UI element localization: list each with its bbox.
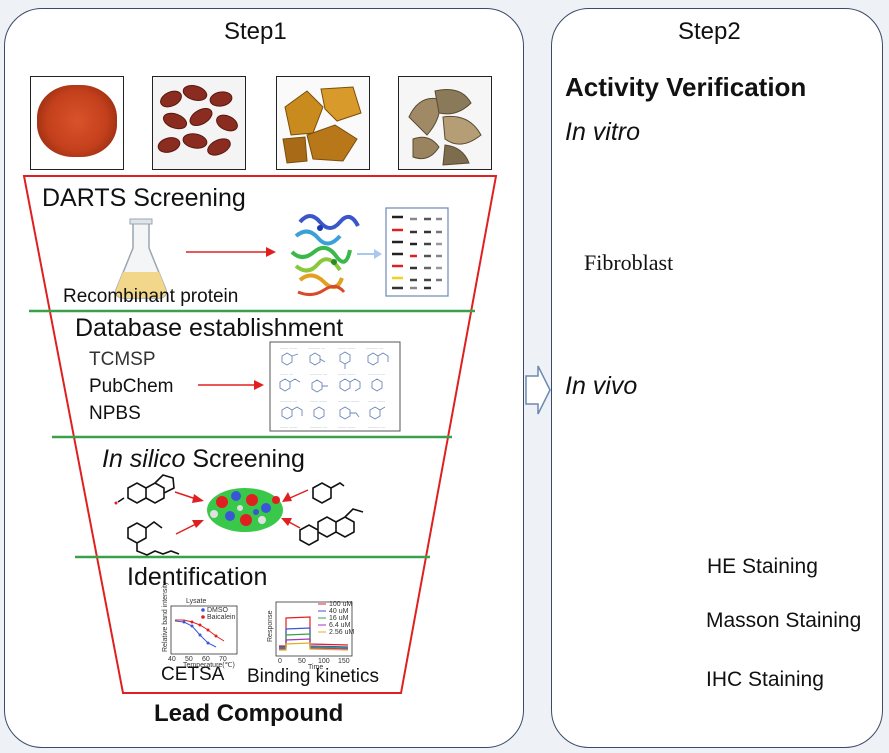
- docking-molecules: [114, 474, 364, 556]
- step1-title: Step1: [224, 18, 287, 45]
- herb-photo-slices: [398, 76, 492, 170]
- in-vitro-label: In vitro: [565, 118, 641, 146]
- cetsa-xtick-3: 70: [219, 656, 227, 663]
- svg-text:——— —: ——— —: [308, 345, 325, 350]
- lead-compound-label: Lead Compound: [154, 700, 344, 727]
- cetsa-xtick-0: 40: [168, 656, 176, 663]
- svg-text:——— —: ——— —: [366, 345, 383, 350]
- binding-xtick-1: 50: [298, 658, 306, 665]
- svg-text:——— —: ——— —: [280, 398, 297, 403]
- binding-kinetics-label: Binding kinetics: [247, 666, 380, 687]
- in-silico-screening-title: In silico Screening: [102, 445, 305, 474]
- binding-legend-3: 6.4 uM: [329, 622, 351, 629]
- darts-screening-title: DARTS Screening: [42, 184, 246, 212]
- binding-xlabel: Time: [308, 664, 323, 671]
- cetsa-xlabel: Temperature(℃): [183, 662, 235, 669]
- binding-ylabel: Response: [267, 610, 274, 642]
- svg-text:——— —: ——— —: [310, 424, 327, 429]
- protein-structure-icon: [290, 214, 360, 297]
- compound-structures-grid: —— ————— ——— ————— — —— ———— ——— ————— —…: [269, 341, 401, 432]
- svg-text:—— ——: —— ——: [368, 398, 385, 403]
- gel-blot-image: [385, 207, 449, 297]
- flask-icon: [115, 218, 167, 299]
- docking-arrows: [174, 489, 309, 535]
- recombinant-protein-label: Recombinant protein: [63, 286, 239, 307]
- svg-text:—— ——: —— ——: [338, 371, 355, 376]
- cetsa-legend-baicalein: Baicalein: [207, 614, 236, 621]
- step2-panel: [551, 8, 883, 748]
- protein-surface-icon: [207, 488, 283, 532]
- cetsa-xtick-1: 50: [185, 656, 193, 663]
- in-vivo-label: In vivo: [565, 372, 638, 400]
- binding-legend-2: 16 uM: [329, 615, 349, 622]
- svg-text:—— ——: —— ——: [338, 345, 355, 350]
- cetsa-label: CETSA: [161, 664, 225, 685]
- binding-kinetics-chart: 100 uM 40 uM 16 uM 6.4 uM 2.56 uM 0 50 1…: [267, 601, 354, 671]
- cetsa-legend-dmso: DMSO: [207, 607, 229, 614]
- ihc-staining-label: IHC Staining: [706, 668, 824, 691]
- herb-photo-seeds: [152, 76, 246, 170]
- database-item-tcmsp: TCMSP: [89, 349, 156, 370]
- activity-verification-heading: Activity Verification: [565, 72, 807, 102]
- herb-photo-safflower: [30, 76, 124, 170]
- svg-text:—— ——: —— ——: [280, 345, 297, 350]
- step-arrow-icon: [525, 365, 551, 415]
- in-silico-italic: In silico: [102, 445, 186, 473]
- svg-text:——— —: ——— —: [310, 371, 327, 376]
- step2-title: Step2: [678, 18, 741, 45]
- svg-text:——— ——: ——— ——: [338, 398, 359, 403]
- cetsa-chart-title: Lysate: [186, 598, 206, 605]
- binding-legend-4: 2.56 uM: [329, 629, 354, 636]
- identification-title: Identification: [127, 563, 268, 591]
- svg-text:—— ——: —— ——: [280, 424, 297, 429]
- herb-photo-root-chunks: [276, 76, 370, 170]
- in-silico-rest: Screening: [192, 445, 305, 473]
- binding-xtick-0: 0: [278, 658, 282, 665]
- binding-legend-0: 100 uM: [329, 601, 353, 608]
- arrow-to-database: [254, 380, 264, 390]
- svg-text:—— —: —— —: [280, 371, 293, 376]
- cetsa-chart: Lysate DMSO Baicalein 40 50 60 70 Temper…: [162, 581, 238, 669]
- svg-text:—— ——: —— ——: [310, 398, 327, 403]
- database-item-npbs: NPBS: [89, 403, 141, 424]
- cetsa-ylabel: Relative band intensity: [162, 581, 169, 652]
- svg-text:——— —: ——— —: [368, 371, 385, 376]
- cetsa-xtick-2: 60: [202, 656, 210, 663]
- binding-legend: 100 uM 40 uM 16 uM 6.4 uM 2.56 uM: [318, 601, 354, 636]
- binding-legend-1: 40 uM: [329, 608, 349, 615]
- database-establishment-title: Database establishment: [75, 314, 344, 342]
- database-item-pubchem: PubChem: [89, 376, 174, 397]
- screening-funnel: [22, 175, 498, 694]
- fibroblast-label: Fibroblast: [584, 250, 674, 275]
- masson-staining-label: Masson Staining: [706, 609, 862, 632]
- arrow-to-protein: [266, 247, 276, 257]
- svg-text:——— —: ——— —: [368, 424, 385, 429]
- binding-xtick-2: 100: [318, 658, 330, 665]
- binding-xtick-3: 150: [338, 658, 350, 665]
- svg-text:—— ——: —— ——: [338, 424, 355, 429]
- he-staining-label: HE Staining: [707, 555, 818, 578]
